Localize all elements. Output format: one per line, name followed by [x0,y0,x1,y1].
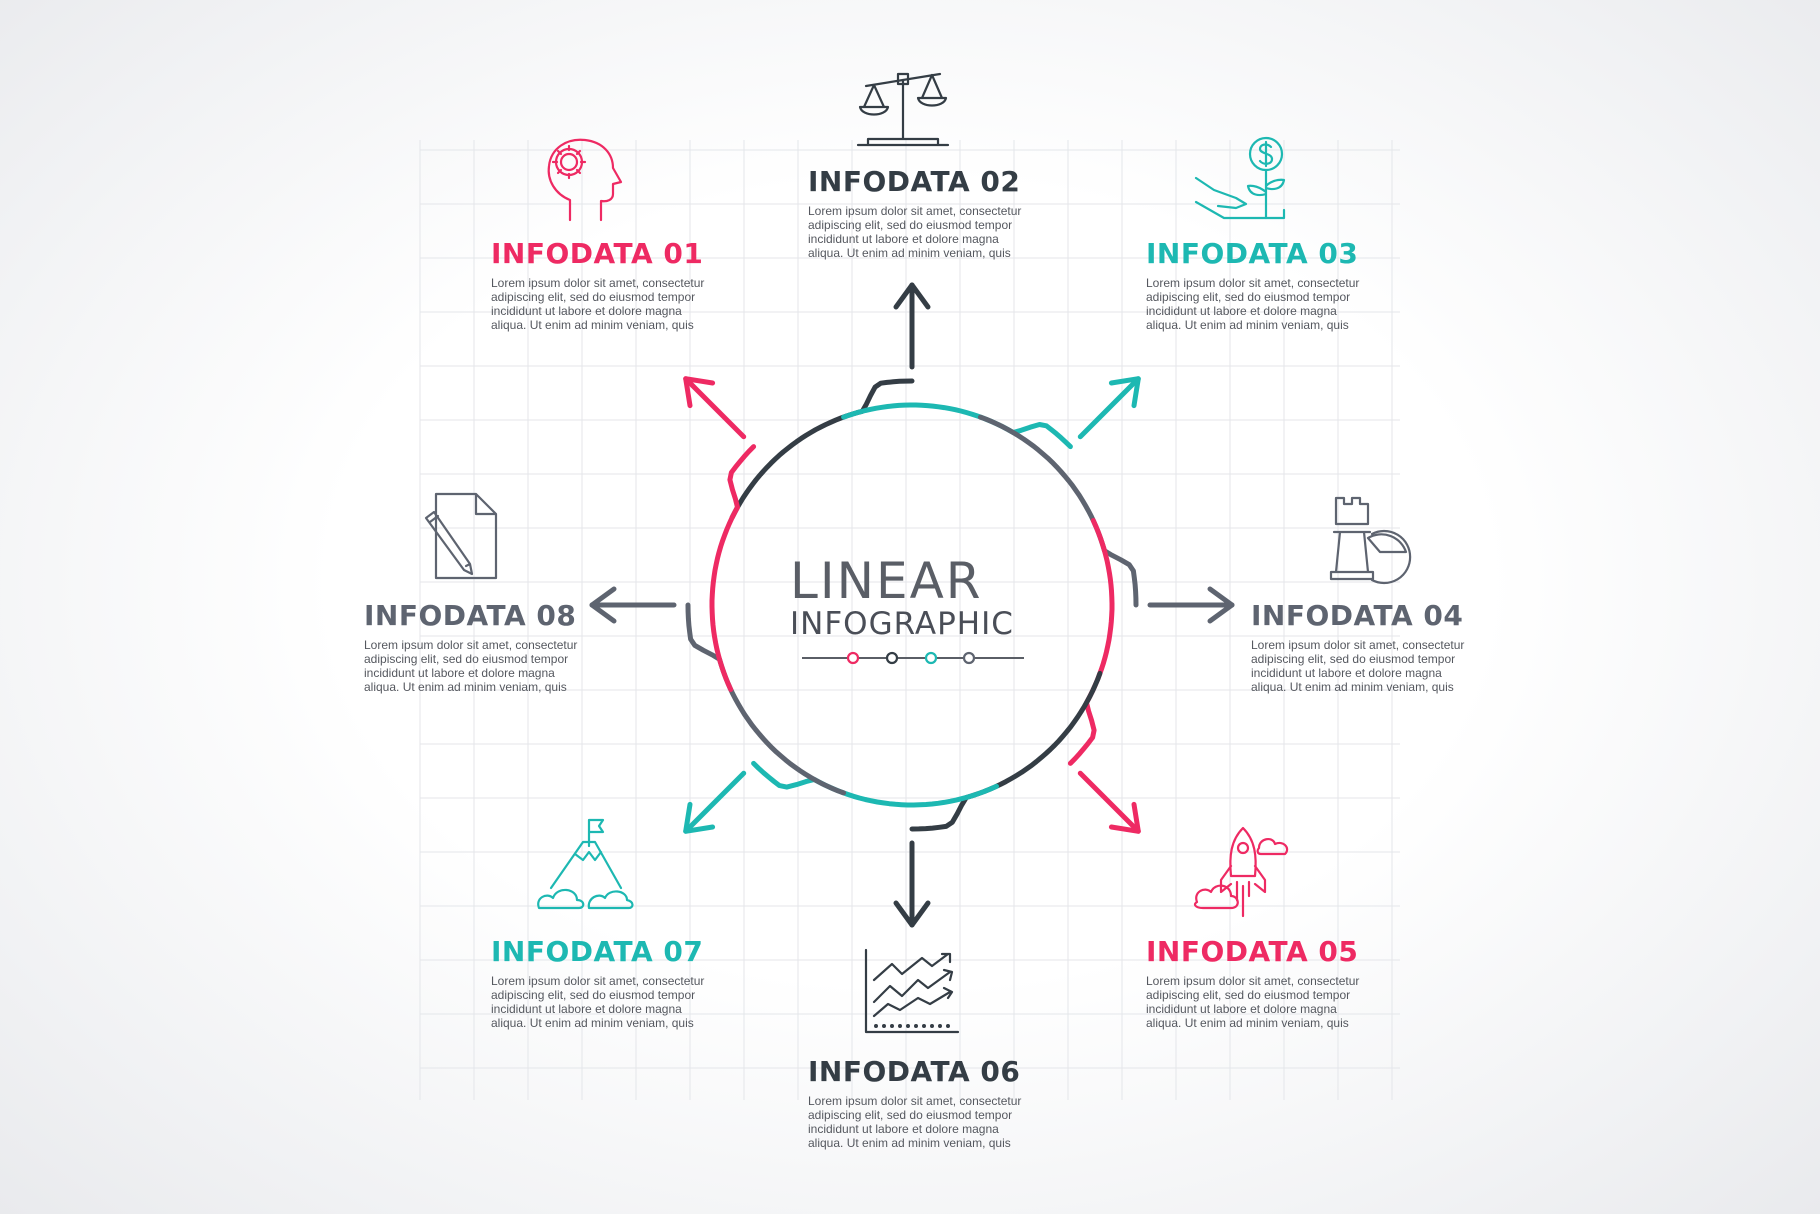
info-title: INFODATA 02 [808,165,1021,198]
info-block-05: INFODATA 05 Lorem ipsum dolor sit amet, … [1146,935,1361,1031]
rocket-cloud-icon [1193,826,1289,918]
mountain-flag-icon [537,818,634,910]
line-chart-icon [864,948,960,1034]
center-title-line2: INFOGRAPHIC [790,606,1014,642]
info-title: INFODATA 04 [1251,599,1464,632]
info-block-06: INFODATA 06 Lorem ipsum dolor sit amet, … [808,1055,1023,1151]
center-dots [846,651,976,665]
hand-money-plant-icon [1194,136,1286,220]
ring [685,378,1139,832]
arrow-head [1108,376,1141,409]
arrow-head [893,282,931,310]
info-block-03: INFODATA 03 Lorem ipsum dolor sit amet, … [1146,237,1361,333]
head-gear-icon [547,138,623,222]
ring-segment [977,414,1139,608]
info-title: INFODATA 03 [1146,237,1359,270]
ring-segment [685,602,847,796]
arrow-head [893,900,931,928]
center-dot [846,651,860,665]
ring-segment [729,378,915,520]
info-title: INFODATA 05 [1146,935,1359,968]
ring-segment [751,760,999,808]
spoke-line [1077,770,1141,834]
info-block-07: INFODATA 07 Lorem ipsum dolor sit amet, … [491,935,706,1031]
arrow-head [1207,586,1235,624]
center-dot [885,651,899,665]
info-block-08: INFODATA 08 Lorem ipsum dolor sit amet, … [364,599,579,695]
spoke-line [683,770,747,834]
info-block-02: INFODATA 02 Lorem ipsum dolor sit amet, … [808,165,1023,261]
center-dot [924,651,938,665]
info-title: INFODATA 07 [491,935,704,968]
scales-icon [856,72,950,147]
arrow-head [683,801,716,834]
center-title-line1: LINEAR [790,552,983,610]
ring-segment [709,444,757,692]
center-title: LINEAR INFOGRAPHIC [790,555,1030,641]
info-block-04: INFODATA 04 Lorem ipsum dolor sit amet, … [1251,599,1466,695]
spoke-line [1077,376,1141,440]
info-block-01: INFODATA 01 Lorem ipsum dolor sit amet, … [491,237,706,333]
document-pen-icon [424,492,498,580]
info-title: INFODATA 06 [808,1055,1021,1088]
ring-segment [841,402,1073,450]
spoke-line [683,376,747,440]
arrow-head [1108,801,1141,834]
info-title: INFODATA 08 [364,599,577,632]
chess-rook-pie-chart-icon [1329,496,1412,585]
ring-segment [1067,518,1115,766]
arrow-head [683,376,716,409]
info-title: INFODATA 01 [491,237,704,270]
center-dot [962,651,976,665]
ring-segment [909,670,1103,832]
arrow-head [589,586,617,624]
arrow-spokes [589,282,1235,928]
